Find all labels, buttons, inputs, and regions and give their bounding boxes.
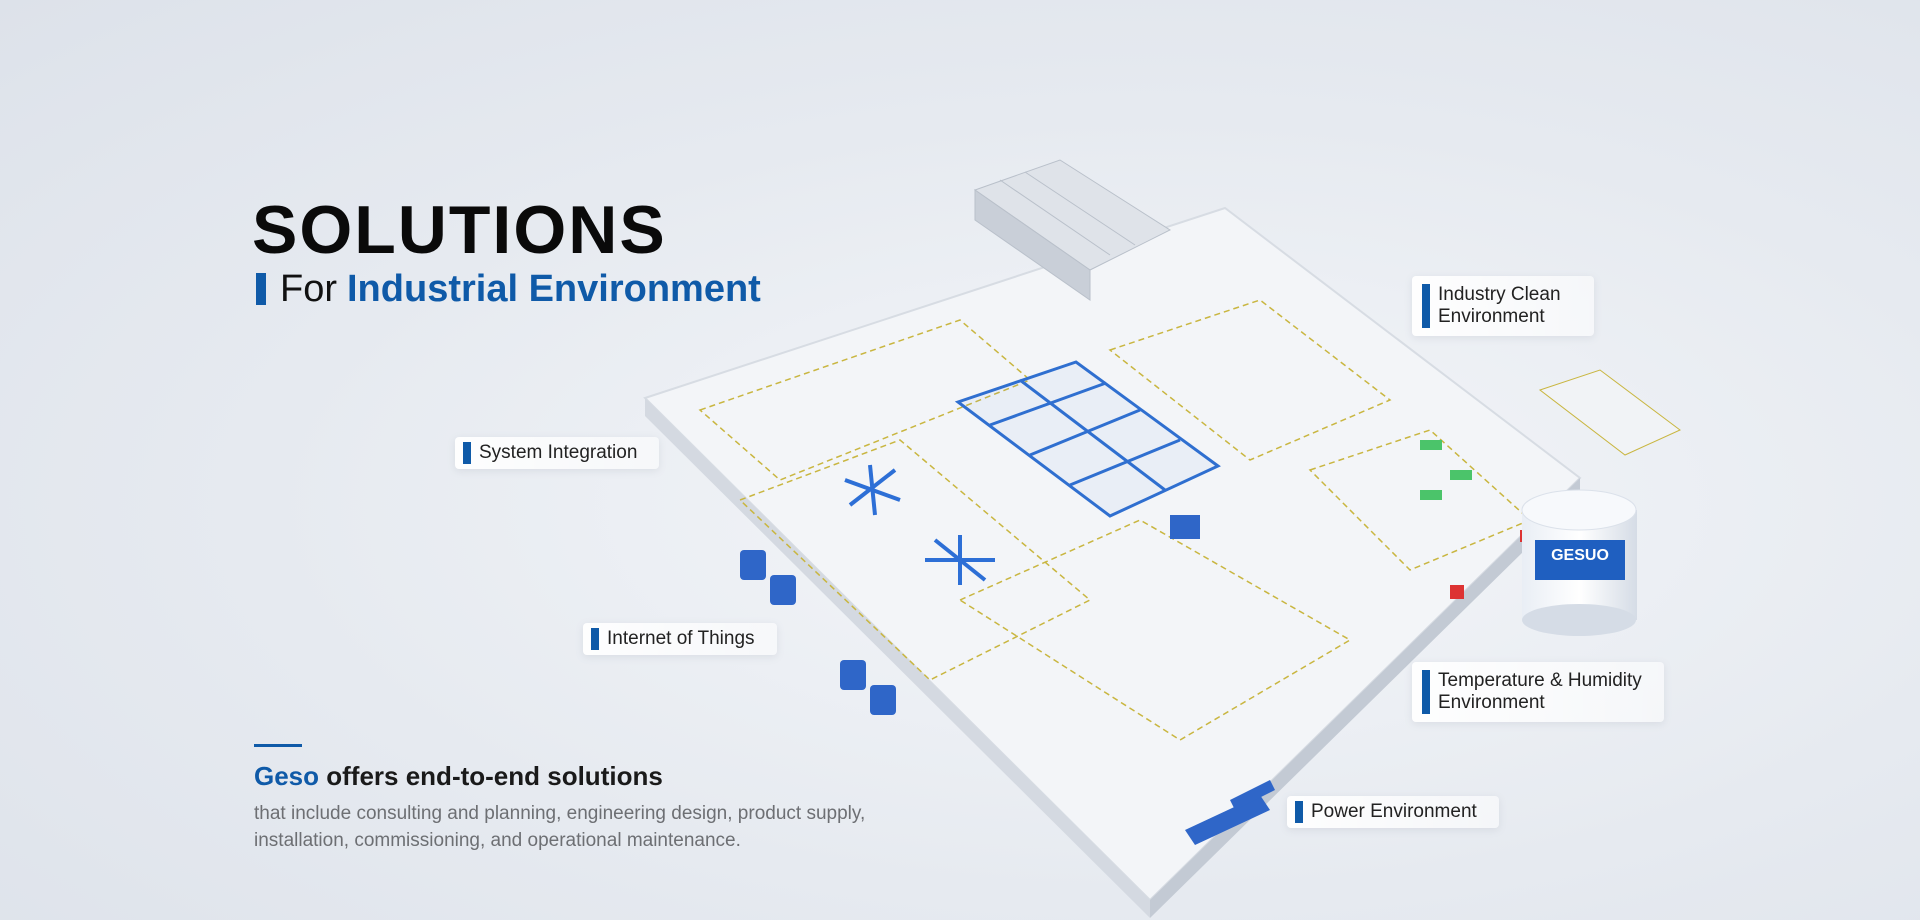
tag-bar	[1422, 670, 1430, 714]
outdoor-unit	[1538, 369, 1681, 456]
tag-bar	[1422, 284, 1430, 328]
subtitle-prefix: For	[280, 268, 337, 310]
intro-heading-text: offers end-to-end solutions	[319, 761, 663, 791]
tag-label: Temperature & Humidity Environment	[1438, 670, 1642, 713]
tag-bar	[1295, 801, 1303, 823]
clean-room	[954, 360, 1221, 518]
green-equipment	[1420, 440, 1472, 500]
intro-body: that include consulting and planning, en…	[254, 803, 866, 851]
tag-label: Power Environment	[1311, 801, 1477, 822]
tag-bar	[591, 628, 599, 650]
warehouse-racks	[973, 159, 1172, 301]
intro-heading: Geso offers end-to-end solutions	[254, 761, 663, 792]
hero-subtitle: For Industrial Environment	[256, 270, 761, 308]
tag-system-integration[interactable]: System Integration	[455, 437, 660, 469]
tag-internet-of-things[interactable]: Internet of Things	[583, 623, 777, 655]
tag-industry-clean-environment[interactable]: Industry Clean Environment	[1412, 276, 1594, 336]
tag-bar	[463, 442, 471, 464]
storage-tank: GESUO	[1521, 489, 1637, 636]
svg-text:GESUO: GESUO	[1551, 547, 1609, 564]
tag-temperature-humidity-environment[interactable]: Temperature & Humidity Environment	[1412, 662, 1664, 722]
brand-name: Geso	[254, 761, 320, 791]
blue-equipment	[740, 515, 1275, 845]
tag-label: System Integration	[479, 442, 638, 463]
subtitle-highlight: Industrial Environment	[347, 268, 761, 310]
tag-power-environment[interactable]: Power Environment	[1287, 796, 1499, 828]
ceiling-fans	[844, 464, 995, 585]
tag-label: Industry Clean Environment	[1438, 284, 1561, 327]
tag-label: Internet of Things	[607, 628, 755, 649]
accent-bar	[256, 273, 266, 305]
intro-divider	[254, 744, 302, 747]
hero-title: SOLUTIONS	[252, 192, 667, 268]
